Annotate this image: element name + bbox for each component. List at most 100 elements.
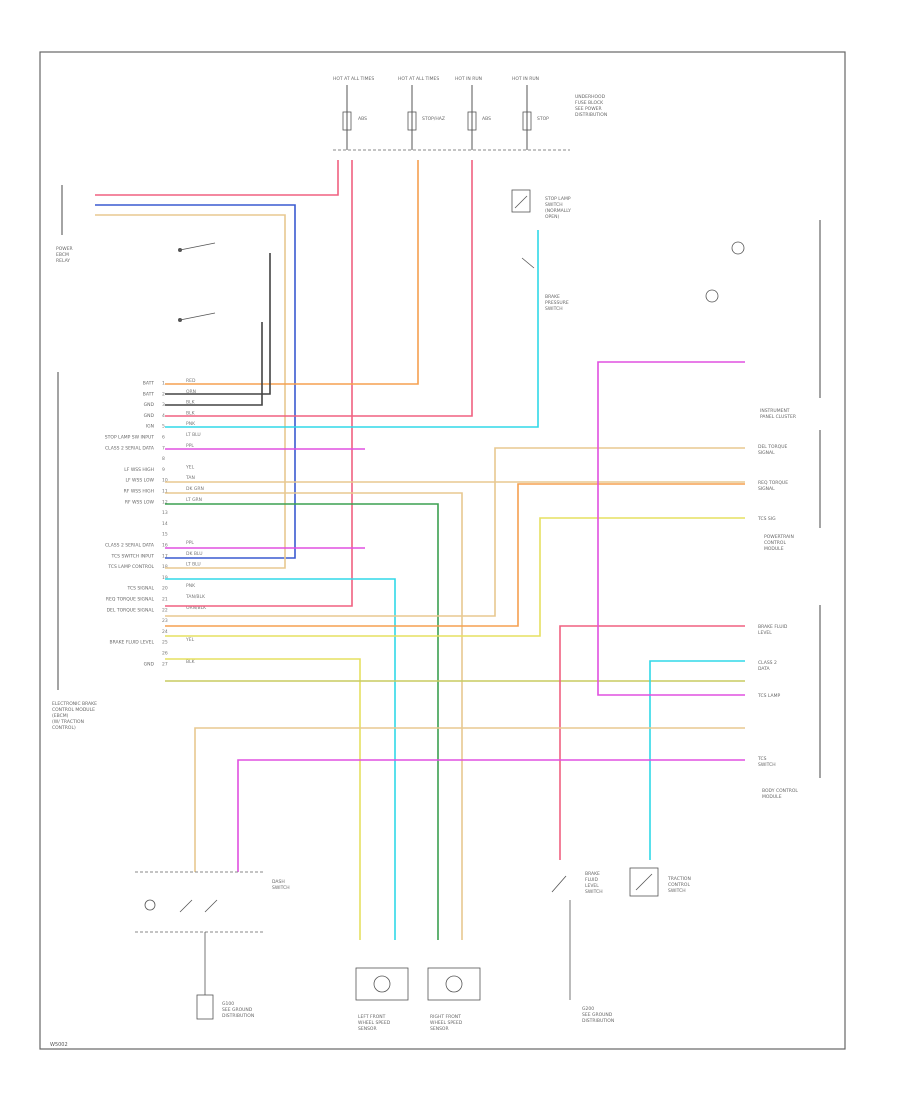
- wire-code: BLK: [186, 659, 196, 665]
- right-wheel-sensor-body: [427, 967, 481, 1001]
- wire-code: LT BLU: [186, 432, 201, 438]
- ebcm-pin-number: 23: [162, 618, 168, 624]
- fuse-1-name: ABS: [358, 116, 367, 122]
- wire-code: PPL: [186, 443, 194, 449]
- stop-lamp-switch-contact: [514, 195, 528, 209]
- wire-code: BLK: [186, 400, 196, 406]
- ebcm-pin-number: 19: [162, 575, 168, 581]
- ebcm-pin-number: 13: [162, 510, 168, 516]
- ebcm-pin-number: 4: [162, 413, 165, 419]
- wire-tan-torque: [165, 447, 745, 617]
- wire-code: LT BLU: [186, 562, 201, 568]
- ebcm-pin-label: LF WSS LOW: [126, 478, 155, 484]
- brake-fluid-switch-contact: [551, 875, 567, 893]
- fuse-2-body: [407, 111, 417, 131]
- ebcm-pin-label: BATT: [143, 391, 154, 397]
- ebcm-pin-number: 5: [162, 424, 165, 430]
- wire-code: ORN: [186, 389, 196, 395]
- left-wheel-sensor-coil: [373, 975, 391, 993]
- diagram-frame: [39, 51, 846, 1050]
- wire-blue-top: [95, 204, 296, 559]
- ebcm-pin-label: RF WSS LOW: [125, 499, 155, 505]
- fuse-1-hot-label: HOT AT ALL TIMES: [333, 76, 374, 82]
- fuse-1: HOT AT ALL TIMES ABS: [333, 76, 374, 150]
- abs-lamp-icon: [731, 241, 745, 255]
- wire-black-gnd2: [165, 322, 263, 406]
- ebcm-pin-number: 25: [162, 640, 168, 646]
- ebcm-pin-number: 7: [162, 445, 165, 451]
- ebcm-pin-number: 1: [162, 381, 165, 387]
- wire-code: BLK: [186, 410, 196, 416]
- wire-code: DK BLU: [186, 551, 203, 557]
- fuse-3: HOT IN RUN ABS: [455, 76, 491, 150]
- right-pin-label: TCS SIG: [757, 516, 776, 522]
- wire-code: TAN: [185, 475, 195, 481]
- wire-orange-batt: [165, 160, 419, 385]
- brake-lamp-icon: [705, 289, 719, 303]
- ebcm-pin-label: DEL TORQUE SIGNAL: [107, 607, 155, 613]
- wire-black-gnd1: [165, 253, 271, 395]
- ebcm-pin-label: GND: [144, 402, 155, 408]
- wire-red-batt: [165, 160, 353, 607]
- wire-code: LT GRN: [186, 497, 202, 503]
- page-id: W5002: [50, 1042, 68, 1048]
- fuse-3-hot-label: HOT IN RUN: [455, 76, 482, 82]
- ebcm-pin-label: TCS SWITCH INPUT: [111, 553, 155, 559]
- ebcm-pin-label: GND: [144, 413, 155, 419]
- ebcm-pin-number: 16: [162, 543, 168, 549]
- fuse-2: HOT AT ALL TIMES STOP/HAZ: [398, 76, 445, 150]
- fuse-1-body: [342, 111, 352, 131]
- ebcm-pin-number: 8: [162, 456, 165, 462]
- wire-code: PNK: [186, 421, 196, 427]
- wire-harness: [95, 160, 745, 940]
- ebcm-pin-number: 18: [162, 564, 168, 570]
- ebcm-pin-number: 6: [162, 435, 165, 441]
- ebcm-pin-label: BATT: [143, 381, 154, 387]
- dash-switch-contact-1: [179, 899, 193, 913]
- dash-switch-lamp-icon: [144, 899, 156, 911]
- ebcm-pin-number: 15: [162, 532, 168, 538]
- wire-code: DK GRN: [186, 486, 204, 492]
- ebcm-pin-label: CLASS 2 SERIAL DATA: [105, 445, 155, 451]
- ebcm-pin-number: 2: [162, 391, 165, 397]
- ebcm-pin-label: IGN: [146, 424, 154, 430]
- fuse-2-name: STOP/HAZ: [422, 116, 445, 122]
- ebcm-pin-number: 14: [162, 521, 168, 527]
- wire-yellow-tcs: [165, 517, 745, 637]
- wire-cyan-stop: [165, 230, 539, 428]
- ebcm-pin-label: RF WSS HIGH: [124, 489, 154, 495]
- tcs-switch-body: [629, 867, 659, 897]
- ebcm-pin-number: 3: [162, 402, 165, 408]
- wire-code: PNK: [186, 583, 196, 589]
- ebcm-pin-label: BRAKE FLUID LEVEL: [109, 640, 154, 646]
- ebcm-pin-number: 20: [162, 586, 168, 592]
- fuse-4: HOT IN RUN STOP: [512, 76, 549, 150]
- ebcm-pin-label: TCS SIGNAL: [126, 586, 154, 592]
- wire-code: PPL: [186, 540, 194, 546]
- wire-magenta-bcm: [597, 361, 745, 696]
- ebcm-pin-number: 9: [162, 467, 165, 473]
- wire-code: RED: [186, 378, 196, 384]
- ebcm-pin-number: 24: [162, 629, 168, 635]
